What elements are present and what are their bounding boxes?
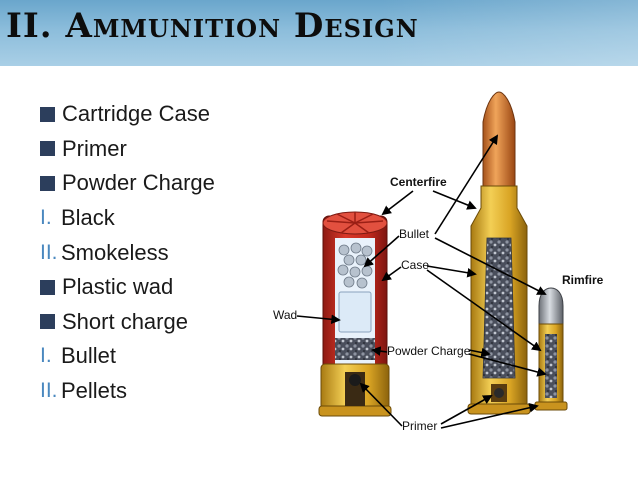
shotshell-group [318,211,392,417]
arrow-bullet-to-rifle [434,134,499,235]
list-item-text: Pellets [61,378,128,404]
square-bullet-icon [40,279,55,295]
list-item: Plastic wad [40,270,280,305]
arrow-powder-to-rimfire [468,353,547,377]
list-item: I. Black [40,201,280,236]
powder-layer [335,338,375,360]
label-bullet: Bullet [399,227,430,241]
arrow-primer-to-shell [359,382,403,427]
list-item-text: Bullet [61,343,117,369]
label-powder-charge: Powder Charge [387,344,471,358]
title-bar-shade [378,0,638,66]
arrow-bullet-to-rimfire [434,237,547,295]
list-item: Cartridge Case [40,97,280,132]
list-item-text: Black [61,205,115,231]
shot-pellets [337,242,373,289]
roman-numeral-marker: I. [40,206,52,230]
label-centerfire: Centerfire [390,175,447,189]
rimfire-bullet [538,287,564,325]
label-primer: Primer [402,419,437,433]
list-item-text: Primer [62,135,127,161]
square-bullet-icon [40,175,55,191]
list-item-text: Short charge [62,308,188,334]
arrow-powder-to-shell [371,346,388,356]
centerfire-primer [494,388,504,398]
ammunition-diagram: Centerfire Bullet Case Rimfire Wad Powde… [273,91,604,433]
list-item-text: Smokeless [61,239,169,265]
arrow-case-to-rimfire [426,269,542,352]
arrow-case-to-rifle [426,265,477,278]
crimp-folds [326,212,384,234]
bullet-list: Cartridge Case Primer Powder Charge I. Bl… [40,97,280,408]
rimfire-rim [534,401,568,411]
arrow-centerfire-to-rifle [432,190,477,210]
arrow-bullet-to-shot [363,235,400,268]
arrow-case-to-shell [381,266,402,282]
list-item: Short charge [40,305,280,340]
plastic-wad [338,291,372,333]
list-item: I. Bullet [40,339,280,374]
square-bullet-icon [40,314,55,330]
list-item-text: Powder Charge [62,170,215,196]
arrow-powder-to-rifle [468,347,491,358]
shotshell-base-rim [318,405,392,417]
title-bar: II. Ammunition Design [0,0,638,66]
list-item-text: Cartridge Case [62,101,210,127]
list-item: Powder Charge [40,166,280,201]
square-bullet-icon [40,141,55,157]
arrow-centerfire-to-shell [381,190,414,216]
centerfire-powder-cutaway [482,237,516,379]
arrow-primer-to-rimfire [440,403,539,429]
roman-numeral-marker: II. [40,379,58,403]
shotshell-primer [349,374,361,386]
rimfire-powder-cutaway [545,334,557,398]
list-item-text: Plastic wad [62,274,174,300]
label-wad: Wad [273,308,297,322]
label-rimfire: Rimfire [562,273,604,287]
roman-numeral-marker: II. [40,240,58,264]
slide-title: II. Ammunition Design [6,6,419,46]
arrow-primer-to-rifle [440,395,493,425]
list-item: Primer [40,132,280,167]
square-bullet-icon [40,106,55,122]
leader-arrows [296,134,547,429]
label-case: Case [401,258,429,272]
rimfire-cartridge-group [534,287,568,411]
centerfire-cartridge-group [467,91,531,415]
roman-numeral-marker: I. [40,344,52,368]
list-item: II.Smokeless [40,235,280,270]
arrow-wad [296,314,341,325]
list-item: II.Pellets [40,374,280,409]
centerfire-bullet [482,91,516,187]
